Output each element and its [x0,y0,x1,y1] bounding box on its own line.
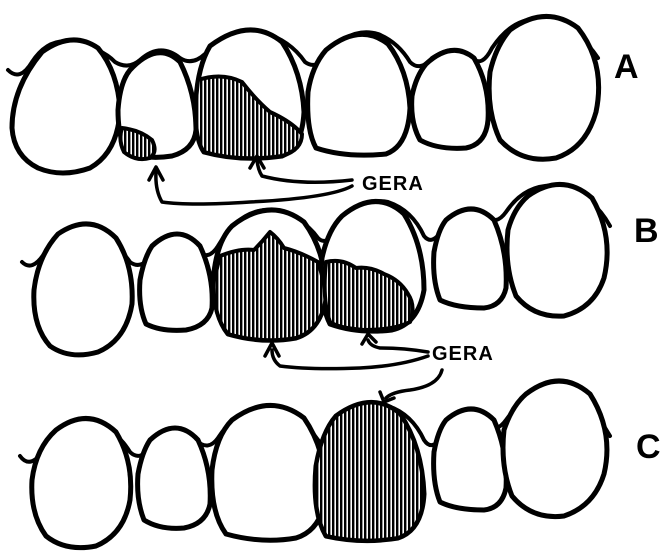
wax-label-a: GERA [362,173,424,195]
wax-c [315,402,424,540]
arrow-a-small [156,172,352,204]
wax-callout-a: GERA [149,156,424,204]
row-b: B [22,184,659,354]
tooth-c-1 [32,418,131,547]
tooth-b-5 [434,209,507,308]
row-letter-a: A [614,48,639,86]
arrow-a-large [257,160,352,182]
tooth-c-3 [212,405,326,540]
arrow-b-left [272,350,428,369]
tooth-a-4 [308,34,410,155]
tooth-c-2 [138,428,211,528]
row-letter-c: C [636,428,661,466]
tooth-b-2 [140,234,213,330]
tooth-a-6 [489,16,599,159]
tooth-b-6 [507,184,607,316]
wax-label-b: GERA [432,343,494,365]
row-a: A [8,16,639,173]
tooth-a-5 [412,50,489,148]
arrow-c [386,370,442,398]
tooth-c-6 [503,381,607,517]
wax-callout-c [380,370,442,402]
row-letter-b: B [634,212,659,250]
row-c: C [20,381,661,548]
tooth-b-1 [34,224,132,355]
tooth-a-1 [12,40,120,173]
tooth-c-5 [434,409,507,510]
